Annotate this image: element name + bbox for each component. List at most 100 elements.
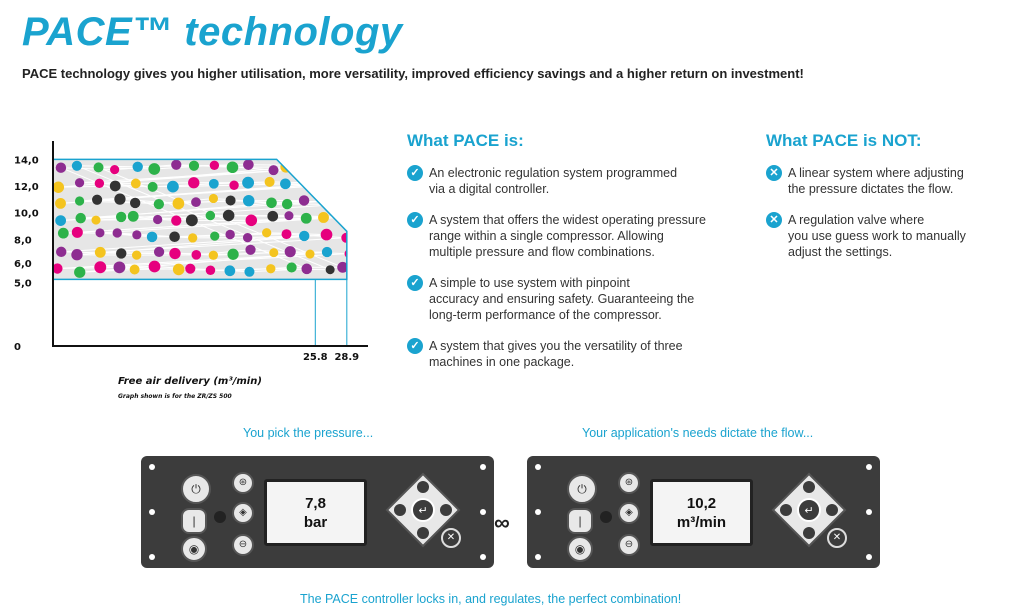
dot <box>127 210 139 222</box>
dot <box>205 265 216 276</box>
dot <box>93 162 104 173</box>
escape-button[interactable]: ✕ <box>827 528 847 548</box>
start-button[interactable]: | <box>181 508 207 534</box>
network-line <box>157 215 211 221</box>
navigation-pad[interactable]: ↵ <box>385 472 461 548</box>
mount-hole <box>149 554 155 560</box>
dot <box>92 194 103 205</box>
network-line <box>285 165 347 168</box>
dot <box>71 160 83 171</box>
svg-text:↵: ↵ <box>418 504 427 517</box>
not-item: ✕ A linear system where adjusting the pre… <box>766 165 1016 197</box>
dot <box>245 214 258 227</box>
x-tick-label: 25.8 <box>303 352 328 363</box>
dot <box>268 165 279 176</box>
cross-icon: ✕ <box>766 212 782 228</box>
what-pace-is-not-section: What PACE is NOT: ✕ A linear system where… <box>766 131 1016 275</box>
menu-button[interactable]: ⊛ <box>618 472 640 494</box>
dot <box>208 193 219 204</box>
mount-hole <box>866 464 872 470</box>
page-title: PACE™ technology <box>22 10 403 54</box>
is-item: ✓An electronic regulation system program… <box>407 165 757 197</box>
dot <box>191 250 202 260</box>
dot <box>57 227 69 239</box>
dot <box>224 265 236 277</box>
dot <box>304 180 315 190</box>
controller-display: 7,8 bar <box>264 479 367 546</box>
network-line <box>230 199 288 205</box>
dot <box>129 197 141 209</box>
network-line <box>266 232 327 236</box>
y-tick-label: 10,0 <box>14 209 39 220</box>
dot <box>169 231 180 243</box>
stop-button[interactable]: ◉ <box>181 536 207 562</box>
dot <box>75 212 86 224</box>
dot <box>300 212 312 224</box>
caption-bottom: The PACE controller locks in, and regula… <box>300 592 682 606</box>
dot <box>171 215 182 226</box>
is-item: ✓A system that offers the widest operati… <box>407 212 757 260</box>
stop-button[interactable]: ◉ <box>567 536 593 562</box>
mode-button[interactable]: ◈ <box>232 502 254 524</box>
what-pace-is-not-heading: What PACE is NOT: <box>766 131 922 150</box>
not-item: ✕ A regulation valve where you use guess … <box>766 212 1016 260</box>
chart-note: Graph shown is for the ZR/ZS 500 <box>118 393 232 400</box>
controller-display: 10,2 m³/min <box>650 479 753 546</box>
network-line <box>114 164 177 171</box>
check-icon: ✓ <box>407 338 423 354</box>
y-tick-label: 8,0 <box>14 235 32 246</box>
dot <box>324 177 337 190</box>
dot <box>114 193 126 205</box>
power-button[interactable]: ⏻ <box>181 474 211 504</box>
dot <box>242 176 255 189</box>
dot <box>222 209 235 222</box>
dot <box>109 180 121 192</box>
dot <box>56 246 67 258</box>
not-item-text: A linear system where adjusting the pres… <box>788 166 964 196</box>
dot <box>269 248 279 258</box>
dot <box>74 266 86 278</box>
network-line <box>99 232 153 238</box>
dot <box>146 231 158 243</box>
dot <box>337 198 347 210</box>
dot <box>185 263 196 274</box>
mount-hole <box>535 464 541 470</box>
dot <box>74 196 85 206</box>
status-led <box>600 511 612 523</box>
dot <box>208 250 219 260</box>
dot <box>53 263 63 274</box>
start-button[interactable]: | <box>567 508 593 534</box>
dot <box>242 232 253 243</box>
not-item-text: A regulation valve where you use guess w… <box>788 213 966 259</box>
network-line <box>135 182 194 184</box>
navigation-pad[interactable]: ↵ <box>771 472 847 548</box>
status-led <box>214 511 226 523</box>
dot <box>281 229 292 240</box>
dot <box>210 231 220 241</box>
network-line <box>250 249 311 255</box>
dot <box>325 265 335 275</box>
load-button[interactable]: ⊖ <box>618 534 640 556</box>
page-subtitle: PACE technology gives you higher utilisa… <box>22 66 804 81</box>
load-button[interactable]: ⊖ <box>232 534 254 556</box>
dot <box>171 159 182 170</box>
menu-button[interactable]: ⊛ <box>232 472 254 494</box>
dot <box>132 250 142 260</box>
dot <box>284 211 294 221</box>
y-tick-label: 12,0 <box>14 182 39 193</box>
network-line <box>286 233 347 239</box>
dot <box>225 195 236 206</box>
cross-icon: ✕ <box>766 165 782 181</box>
mount-hole <box>149 464 155 470</box>
mode-button[interactable]: ◈ <box>618 502 640 524</box>
escape-button[interactable]: ✕ <box>441 528 461 548</box>
network-line <box>100 265 155 268</box>
network-line <box>229 266 292 272</box>
dot <box>129 264 140 275</box>
dot <box>188 177 200 189</box>
network-line <box>95 219 158 221</box>
y-tick-label: 0 <box>14 342 21 353</box>
dot <box>110 165 120 175</box>
power-button[interactable]: ⏻ <box>567 474 597 504</box>
network-line <box>79 200 136 204</box>
